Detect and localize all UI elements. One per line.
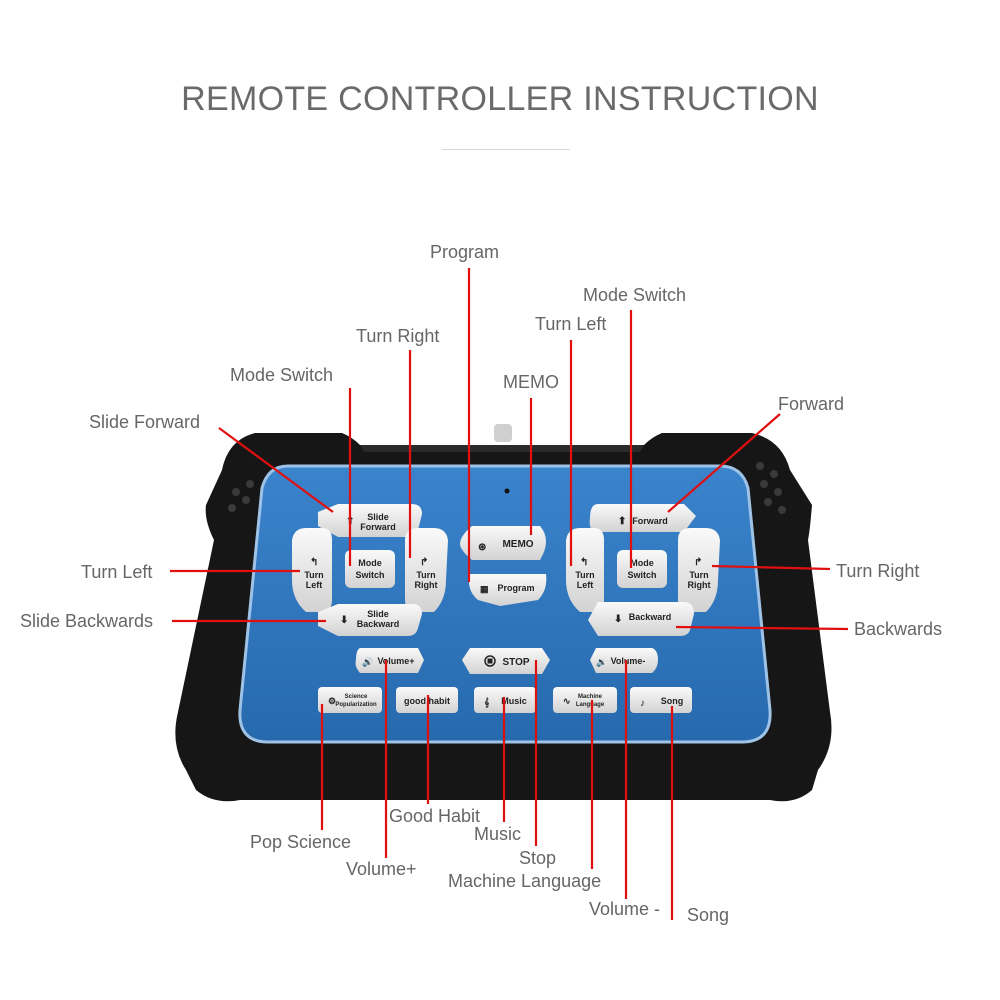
gear-icon: ⚙: [328, 696, 336, 706]
svg-text:Switch: Switch: [355, 570, 384, 580]
stop-icon: [484, 655, 496, 667]
svg-text:Science: Science: [345, 694, 368, 700]
title-divider: [442, 149, 570, 150]
turn-right-button-right-pad[interactable]: ↱ Turn Right: [678, 528, 720, 612]
forward-button[interactable]: ⬆ Forward: [589, 504, 696, 532]
up-arrow-icon-right: ⬆: [618, 516, 626, 527]
svg-text:Turn: Turn: [416, 570, 435, 580]
callout-turn-right-left-pad: Turn Right: [356, 326, 439, 346]
svg-text:Turn: Turn: [575, 570, 594, 580]
stop-button[interactable]: STOP: [462, 648, 550, 674]
down-arrow-icon-right: ⬇: [614, 614, 622, 625]
svg-text:Program: Program: [497, 583, 534, 593]
svg-text:Mode: Mode: [358, 558, 382, 568]
callout-turn-left-left-pad: Turn Left: [81, 562, 152, 582]
svg-text:Backward: Backward: [629, 612, 672, 622]
callout-forward: Forward: [778, 394, 844, 414]
svg-text:Popularization: Popularization: [335, 702, 377, 708]
svg-text:Right: Right: [415, 580, 438, 590]
callout-mode-switch-right: Mode Switch: [583, 285, 686, 305]
callout-turn-right-right-pad: Turn Right: [836, 561, 919, 581]
turn-left-button-right-pad[interactable]: ↰ Turn Left: [566, 528, 604, 612]
callout-slide-backwards: Slide Backwards: [20, 611, 153, 631]
callout-music: Music: [474, 824, 521, 844]
memo-button[interactable]: ⊛ MEMO: [460, 526, 546, 560]
down-arrow-icon: ⬇: [340, 615, 348, 626]
svg-text:Switch: Switch: [627, 570, 656, 580]
svg-text:Slide: Slide: [367, 609, 389, 619]
callout-stop: Stop: [519, 848, 556, 868]
science-popularization-button[interactable]: ⚙ Science Popularization: [318, 687, 382, 713]
svg-text:Left: Left: [306, 580, 323, 590]
song-button[interactable]: ♪ Song: [630, 687, 692, 713]
callout-machine-language: Machine Language: [448, 871, 601, 891]
turn-left-button-left-pad[interactable]: ↰ Turn Left: [292, 528, 332, 612]
callout-volume-minus: Volume -: [589, 899, 660, 919]
callout-pop-science: Pop Science: [250, 832, 351, 852]
svg-text:MEMO: MEMO: [502, 539, 533, 550]
svg-text:Turn: Turn: [304, 570, 323, 580]
svg-text:Forward: Forward: [360, 522, 396, 532]
mode-switch-button-left-pad[interactable]: Mode Switch: [345, 550, 395, 588]
speaker-icon-minus: 🔉: [596, 657, 607, 668]
callout-song: Song: [687, 905, 729, 925]
svg-text:Mode: Mode: [630, 558, 654, 568]
speaker-icon: 🔊: [362, 656, 373, 668]
turn-right-arrow-icon: ↱: [420, 557, 428, 568]
svg-text:Forward: Forward: [632, 516, 668, 526]
mode-switch-button-right-pad[interactable]: Mode Switch: [617, 550, 667, 588]
volume-plus-button[interactable]: 🔊 Volume+: [355, 648, 425, 673]
svg-text:Song: Song: [661, 696, 684, 706]
program-icon: ▦: [480, 584, 489, 594]
svg-text:STOP: STOP: [502, 657, 529, 668]
callout-turn-left-right-pad: Turn Left: [535, 314, 606, 334]
svg-text:Volume-: Volume-: [611, 656, 646, 666]
waveform-icon: ∿: [563, 696, 571, 706]
turn-left-arrow-icon: ↰: [310, 557, 318, 568]
slide-forward-button[interactable]: ⬆ Slide Forward: [318, 504, 422, 537]
turn-left-arrow-icon-right: ↰: [580, 557, 588, 568]
svg-text:Music: Music: [501, 696, 527, 706]
svg-text:Machine: Machine: [578, 694, 603, 700]
machine-language-button[interactable]: ∿ Machine Language: [553, 687, 617, 713]
music-note-icon: 𝄞: [484, 696, 490, 709]
svg-text:Turn: Turn: [689, 570, 708, 580]
callout-good-habit: Good Habit: [389, 806, 480, 826]
leader-lines: [170, 268, 849, 920]
program-button[interactable]: ▦ Program: [469, 574, 547, 606]
callout-program: Program: [430, 242, 499, 262]
svg-text:Left: Left: [577, 580, 594, 590]
turn-right-button-left-pad[interactable]: ↱ Turn Right: [405, 528, 448, 612]
page-title: REMOTE CONTROLLER INSTRUCTION: [181, 80, 819, 118]
callout-mode-switch-left: Mode Switch: [230, 365, 333, 385]
note-icon: ♪: [640, 698, 645, 709]
svg-text:Slide: Slide: [367, 512, 389, 522]
callout-slide-forward: Slide Forward: [89, 412, 200, 432]
svg-text:Right: Right: [688, 580, 711, 590]
slide-backward-button[interactable]: ⬇ Slide Backward: [318, 604, 422, 636]
svg-text:Language: Language: [576, 702, 605, 708]
svg-text:Backward: Backward: [357, 619, 400, 629]
reel-icon: ⊛: [478, 542, 486, 553]
callout-volume-plus: Volume+: [346, 859, 417, 879]
turn-right-arrow-icon-right: ↱: [694, 557, 702, 568]
backward-button[interactable]: ⬇ Backward: [588, 602, 694, 636]
callout-memo: MEMO: [503, 372, 559, 392]
svg-text:Volume+: Volume+: [377, 656, 414, 666]
callout-labels: Program Mode Switch Turn Right Turn Left…: [20, 242, 942, 925]
volume-minus-button[interactable]: 🔉 Volume-: [590, 648, 658, 673]
callout-backwards: Backwards: [854, 619, 942, 639]
